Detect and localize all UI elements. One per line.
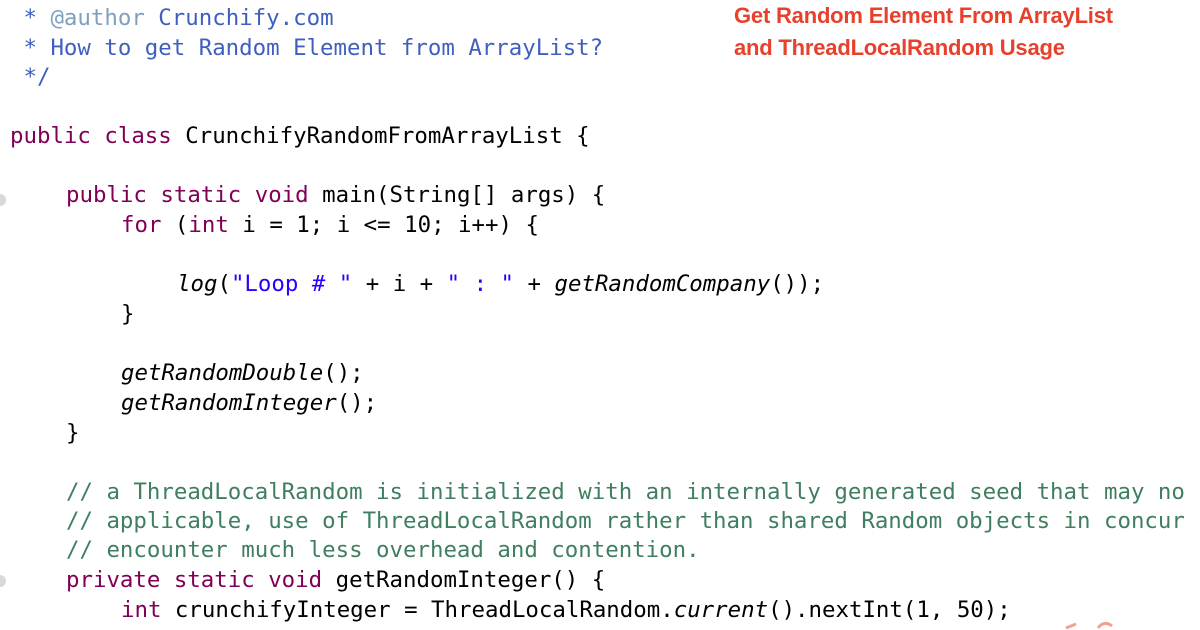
code-line-get-random-integer: getRandomInteger();	[121, 388, 377, 418]
get-random-company-call: getRandomCompany	[554, 271, 771, 297]
get-random-integer-call: getRandomInteger	[121, 390, 337, 416]
code-line-javadoc-description: * How to get Random Element from ArrayLi…	[10, 35, 604, 61]
javadoc-author-value: Crunchify.com	[144, 5, 334, 31]
code-line-comment-2: // applicable, use of ThreadLocalRandom …	[66, 508, 1185, 534]
code-line-method-get-random-integer: private static void getRandomInteger() {	[66, 565, 605, 595]
class-name: CrunchifyRandomFromArrayList {	[171, 123, 590, 149]
javadoc-star: *	[10, 5, 51, 31]
method-signature: getRandomInteger() {	[322, 567, 606, 593]
string-colon: " : "	[446, 271, 515, 297]
overlay-title-line-1: Get Random Element From ArrayList	[734, 3, 1113, 28]
fold-marker-main[interactable]	[0, 194, 6, 206]
keyword-int: int	[121, 597, 162, 623]
log-concat-i: + i +	[352, 271, 447, 297]
code-line-class-declaration: public class CrunchifyRandomFromArrayLis…	[10, 121, 590, 151]
code-line-main-method: public static void main(String[] args) {	[66, 180, 605, 210]
code-line-javadoc-end: */	[10, 64, 51, 90]
code-line-for-loop: for (int i = 1; i <= 10; i++) {	[121, 210, 539, 240]
fold-marker-get-random-integer[interactable]	[0, 575, 6, 587]
call-end: ();	[336, 390, 378, 416]
red-scribble-decoration	[1065, 621, 1113, 630]
javadoc-author-tag: @author	[50, 5, 145, 31]
code-line-get-random-double: getRandomDouble();	[121, 358, 364, 388]
code-line-log-call: log("Loop # " + i + " : " + getRandomCom…	[177, 269, 824, 299]
keyword-public-static-void: public static void	[66, 182, 309, 208]
log-close: ());	[770, 271, 825, 297]
next-int-call: ().nextInt(1, 50);	[768, 597, 1011, 623]
for-condition: i = 1; i <= 10; i++) {	[228, 212, 539, 238]
keyword-private-static-void: private static void	[66, 567, 323, 593]
string-loop: "Loop # "	[230, 271, 353, 297]
current-call: current	[673, 597, 769, 623]
log-call: log	[177, 271, 218, 297]
main-signature: main(String[] args) {	[308, 182, 606, 208]
keyword-int: int	[188, 212, 229, 238]
code-line-comment-1: // a ThreadLocalRandom is initialized wi…	[66, 479, 1185, 505]
for-open: (	[161, 212, 189, 238]
overlay-title-line-2: and ThreadLocalRandom Usage	[734, 35, 1065, 60]
get-random-double-call: getRandomDouble	[121, 360, 324, 386]
log-open: (	[217, 271, 231, 297]
call-end: ();	[323, 360, 364, 386]
code-line-for-close: }	[121, 301, 135, 327]
code-line-javadoc-author: * @author Crunchify.com	[10, 3, 334, 33]
log-concat: +	[514, 271, 555, 297]
keyword-for: for	[121, 212, 162, 238]
overlay-title: Get Random Element From ArrayList and Th…	[734, 0, 1113, 64]
code-line-crunchify-integer: int crunchifyInteger = ThreadLocalRandom…	[121, 595, 1011, 625]
keyword-public-class: public class	[10, 123, 172, 149]
assignment: crunchifyInteger = ThreadLocalRandom.	[161, 597, 674, 623]
code-line-comment-3: // encounter much less overhead and cont…	[66, 537, 700, 563]
code-line-main-close: }	[66, 420, 80, 446]
